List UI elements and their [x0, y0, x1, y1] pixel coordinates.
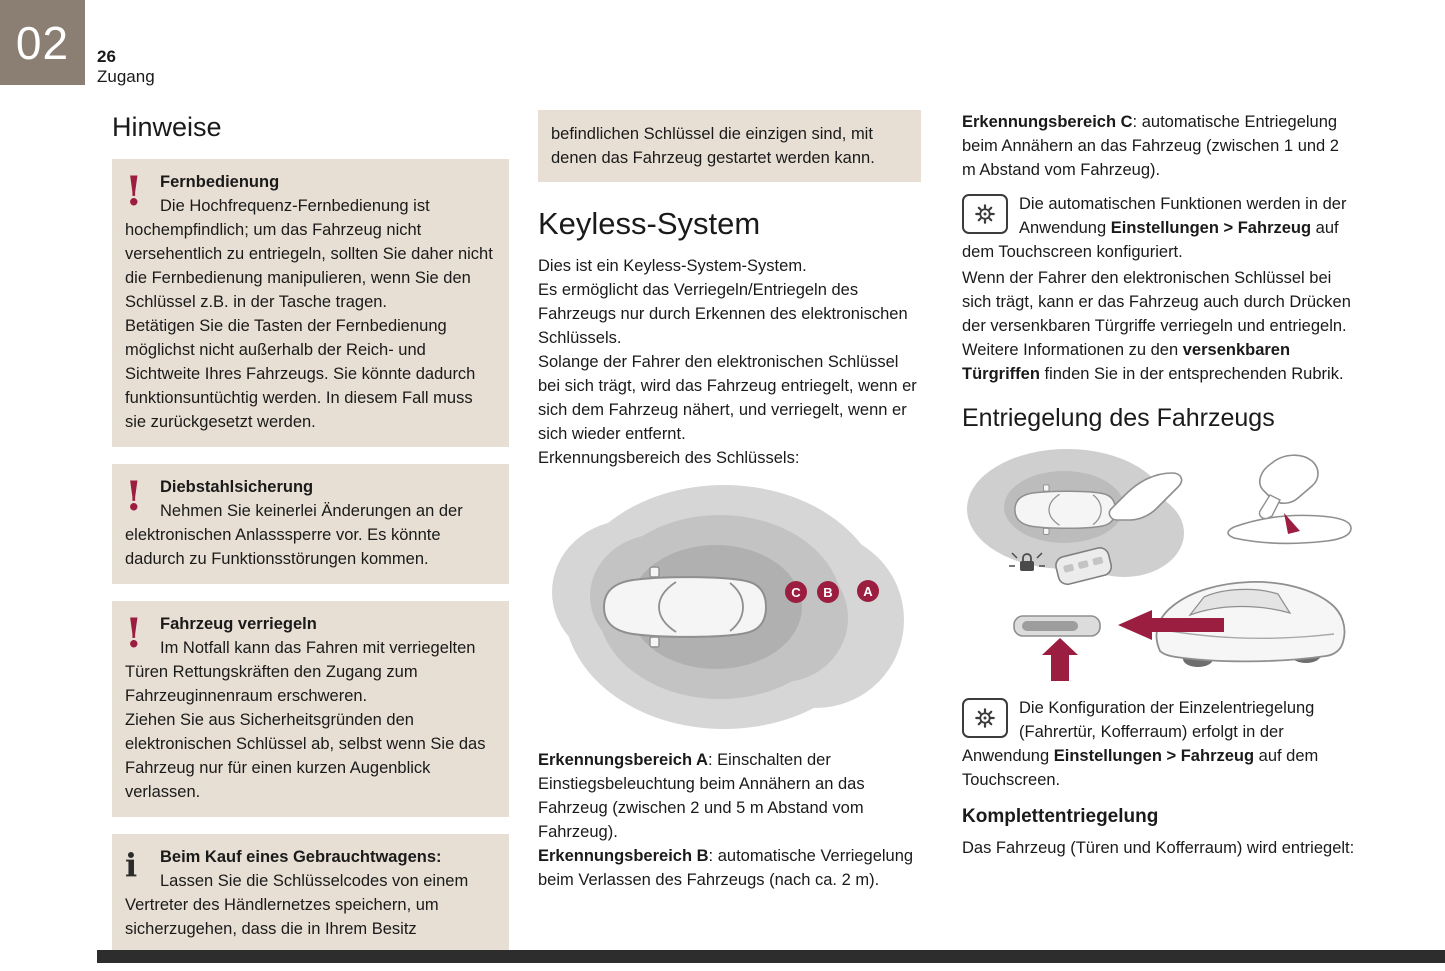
chapter-number-box: 02 [0, 0, 85, 85]
footer-bar [97, 950, 1445, 963]
warning-title: Fahrzeug verriegeln [160, 615, 317, 633]
info-box-used-car: i Beim Kauf eines Gebrauchtwagens: Lasse… [112, 834, 509, 954]
warning-icon: ! [125, 168, 143, 215]
info-title: Beim Kauf eines Gebrauchtwagens: [160, 848, 442, 866]
keyless-paragraph: Es ermöglicht das Verriegeln/Entriegeln … [538, 281, 908, 347]
keyless-paragraph: Solange der Fahrer den elektronischen Sc… [538, 353, 917, 443]
car-top-view-icon [602, 566, 768, 648]
settings-note-2-text: Die Konfiguration der Einzelentriegelung… [962, 696, 1356, 792]
warning-title: Diebstahlsicherung [160, 478, 314, 496]
zone-c-label: Erkennungsbereich C [962, 113, 1133, 131]
reaching-hand-icon [1108, 472, 1183, 521]
warning-body: Die Hochfrequenz-Fernbedienung ist hoche… [125, 197, 493, 431]
pressing-hand-icon [1258, 454, 1319, 520]
full-unlock-paragraph: Das Fahrzeug (Türen und Kofferraum) wird… [962, 839, 1355, 857]
keyless-paragraph: Erkennungsbereich des Schlüssels: [538, 449, 800, 467]
press-arrow-icon [1284, 513, 1300, 534]
settings-note-1-bold: Einstellungen > Fahrzeug [1110, 219, 1312, 237]
zone-b-paragraph: Erkennungsbereich B: automatische Verrie… [538, 844, 921, 892]
chapter-title: Zugang [97, 67, 155, 86]
zone-badge-b: B [817, 581, 839, 603]
gear-glyph [975, 708, 995, 728]
unlock-arrow-up-icon [1042, 638, 1078, 681]
info-icon: i [125, 846, 138, 884]
settings-note-2-bold: Einstellungen > Fahrzeug [1053, 747, 1255, 765]
page-number: 26 [97, 47, 116, 66]
continuation-text: befindlichen Schlüssel die einzigen sind… [551, 125, 875, 167]
section-heading-unlocking: Entriegelung des Fahrzeugs [962, 404, 1275, 432]
keyless-paragraph: Dies ist ein Keyless-System-System. [538, 257, 807, 275]
gear-icon [962, 698, 1008, 738]
chapter-number: 02 [15, 16, 70, 69]
handles-pre: Wenn der Fahrer den elektronischen Schlü… [962, 269, 1351, 359]
zone-a-paragraph: Erkennungsbereich A: Einschalten der Ein… [538, 748, 921, 844]
settings-note-1-text: Die automatischen Funktionen werden in d… [962, 192, 1356, 264]
zones-diagram-svg [552, 485, 904, 729]
warning-box-antitheft: ! Diebstahlsicherung Nehmen Sie keinerle… [112, 464, 509, 584]
handles-bold: versenkbaren Türgriffen [962, 341, 1291, 383]
key-detection-zones-diagram: C B A [538, 480, 921, 738]
info-body: Lassen Sie die Schlüsselcodes von einem … [125, 872, 469, 938]
settings-note-2-pre: Die Konfiguration der Einzelentriegelung… [962, 699, 1315, 765]
handles-post: finden Sie in der entsprechenden Rubrik. [1039, 365, 1344, 383]
warning-body: Nehmen Sie keinerlei Änderungen an der e… [125, 502, 463, 568]
subheading-full-unlock: Komplettentriegelung [962, 806, 1159, 827]
retractable-handles-paragraph: Wenn der Fahrer den elektronischen Schlü… [962, 266, 1356, 386]
warning-body: Im Notfall kann das Fahren mit verriegel… [125, 639, 486, 801]
zone-a-label: Erkennungsbereich A [538, 751, 708, 769]
warning-title: Fernbedienung [160, 173, 280, 191]
section-heading-keyless: Keyless-System [538, 206, 761, 241]
lock-icon [1009, 552, 1045, 571]
gear-icon [962, 194, 1008, 234]
warning-box-remote: ! Fernbedienung Die Hochfrequenz-Fernbed… [112, 159, 509, 447]
settings-note-1-pre: Die automatischen Funktionen werden in d… [1019, 195, 1347, 237]
section-heading-hinweise: Hinweise [112, 112, 222, 142]
zone-a-text: : Einschalten der Einstiegsbeleuchtung b… [538, 751, 865, 841]
zone-c-paragraph: Erkennungsbereich C: automatische Entrie… [962, 110, 1356, 182]
zone-b-text: : automatische Verriegelung beim Verlass… [538, 847, 914, 889]
settings-note-2-post: auf dem Touchscreen. [962, 747, 1319, 789]
unlock-arrow-left-icon [1118, 610, 1224, 640]
zone-c-text: : automatische Entriegelung beim Annäher… [962, 113, 1339, 179]
gear-glyph [975, 204, 995, 224]
continuation-note: befindlichen Schlüssel die einzigen sind… [538, 110, 921, 182]
zone-badge-c: C [785, 581, 807, 603]
door-handle-icon [1013, 615, 1101, 637]
warning-icon: ! [125, 473, 143, 520]
right-column: Erkennungsbereich C: automatische Entrie… [962, 110, 1356, 860]
zone-b-label: Erkennungsbereich B [538, 847, 709, 865]
zone-badge-a: A [857, 580, 879, 602]
rear-car-icon [1155, 581, 1346, 667]
middle-column: befindlichen Schlüssel die einzigen sind… [538, 110, 921, 892]
settings-note-2: Die Konfiguration der Einzelentriegelung… [962, 696, 1356, 792]
warning-icon: ! [125, 610, 143, 657]
warning-box-locking: ! Fahrzeug verriegeln Im Notfall kann da… [112, 601, 509, 817]
vehicle-unlocking-diagram [962, 441, 1356, 686]
left-column: Hinweise ! Fernbedienung Die Hochfrequen… [112, 110, 509, 971]
unlock-diagram-svg [967, 449, 1352, 681]
settings-note-1: Die automatischen Funktionen werden in d… [962, 192, 1356, 264]
settings-note-1-post: auf dem Touchscreen konfiguriert. [962, 219, 1339, 261]
key-fob-icon [1055, 547, 1113, 586]
